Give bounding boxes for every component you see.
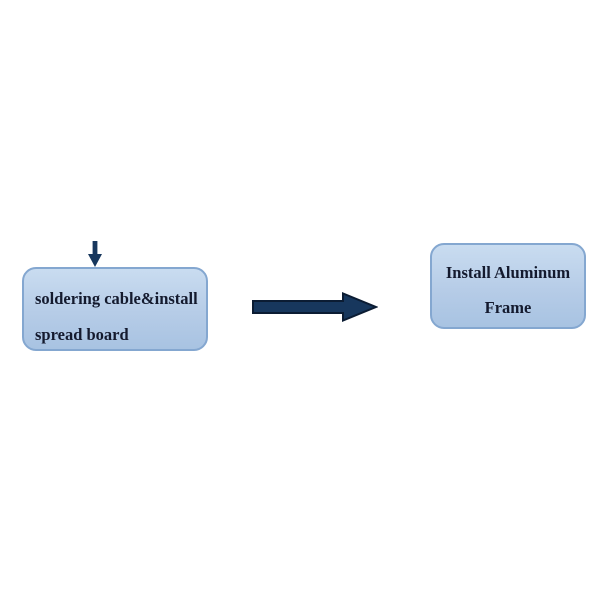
right-arrow-shape xyxy=(252,292,378,322)
right-arrow-icon xyxy=(252,292,378,322)
flow-node-frame-line-1: Install Aluminum xyxy=(445,263,571,282)
flow-node-soldering: soldering cable&install spread board xyxy=(22,267,208,351)
flow-node-soldering-line-1: soldering cable&install xyxy=(35,289,198,308)
down-arrow-shape xyxy=(88,241,102,267)
down-arrow-icon xyxy=(88,241,102,267)
flow-node-frame: Install Aluminum Frame xyxy=(430,243,586,329)
flow-node-soldering-line-2: spread board xyxy=(35,325,129,344)
flow-node-frame-line-2: Frame xyxy=(484,298,532,317)
